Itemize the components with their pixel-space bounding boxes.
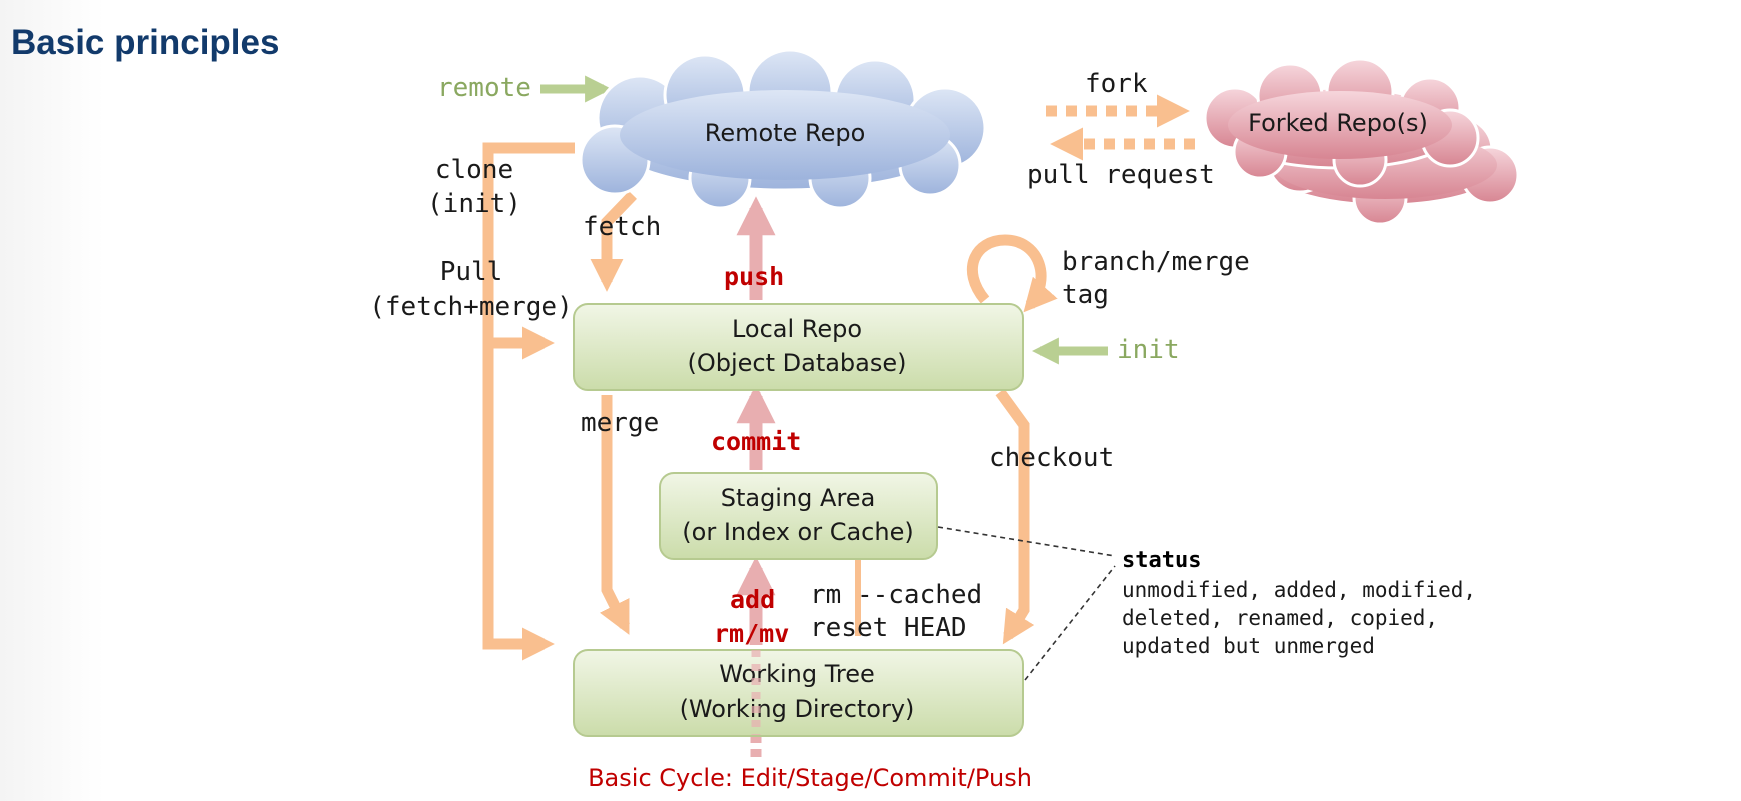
staging-area-sublabel: (or Index or Cache) (682, 518, 913, 546)
remote-label: remote (437, 73, 531, 103)
reset-head-label: reset HEAD (810, 613, 967, 643)
pull-label: Pull (440, 257, 503, 287)
staging-area-box: Staging Area (or Index or Cache) (659, 472, 938, 560)
pull-detail-label: (fetch+merge) (369, 292, 573, 322)
rm-mv-label: rm/mv (714, 619, 789, 648)
forked-repo-label: Forked Repo(s) (1248, 109, 1428, 137)
staging-area-label: Staging Area (721, 484, 876, 512)
merge-label: merge (581, 408, 659, 438)
clone-init-label: (init) (427, 189, 521, 219)
status-line-1: unmodified, added, modified, (1122, 578, 1476, 602)
fetch-label: fetch (583, 212, 661, 242)
merge-arrow (599, 395, 630, 635)
forked-repo-cloud: Forked Repo(s) (1203, 57, 1520, 226)
working-tree-box: Working Tree (Working Directory) (573, 649, 1024, 737)
working-tree-label: Working Tree (719, 660, 875, 688)
clone-arrow (482, 142, 575, 661)
status-line-2: deleted, renamed, copied, (1122, 606, 1438, 630)
remote-repo-cloud: Remote Repo (579, 48, 987, 210)
init-label: init (1117, 335, 1180, 365)
branch-merge-label: branch/merge (1062, 247, 1250, 277)
status-line-3: updated but unmerged (1122, 634, 1375, 658)
local-repo-sublabel: (Object Database) (687, 349, 906, 377)
fork-label: fork (1085, 69, 1148, 99)
page-title: Basic principles (11, 23, 280, 62)
local-repo-label: Local Repo (732, 315, 862, 343)
status-connector-working (1024, 565, 1116, 681)
checkout-label: checkout (989, 443, 1114, 473)
pull-request-label: pull request (1027, 160, 1215, 190)
clone-label: clone (435, 155, 513, 185)
basic-cycle-caption: Basic Cycle: Edit/Stage/Commit/Push (588, 764, 1032, 792)
status-title: status (1122, 548, 1201, 573)
commit-label: commit (711, 427, 801, 456)
branch-merge-loop-arrow (966, 234, 1058, 313)
remote-repo-label: Remote Repo (705, 119, 866, 147)
rm-cached-label: rm --cached (810, 580, 982, 610)
push-label: push (724, 262, 784, 291)
local-repo-box: Local Repo (Object Database) (573, 303, 1024, 391)
fetch-arrow (590, 191, 637, 292)
working-tree-sublabel: (Working Directory) (680, 695, 915, 723)
checkout-arrow (995, 388, 1035, 645)
status-connector-staging (937, 526, 1116, 557)
tag-label: tag (1062, 280, 1109, 310)
add-label: add (730, 585, 775, 614)
